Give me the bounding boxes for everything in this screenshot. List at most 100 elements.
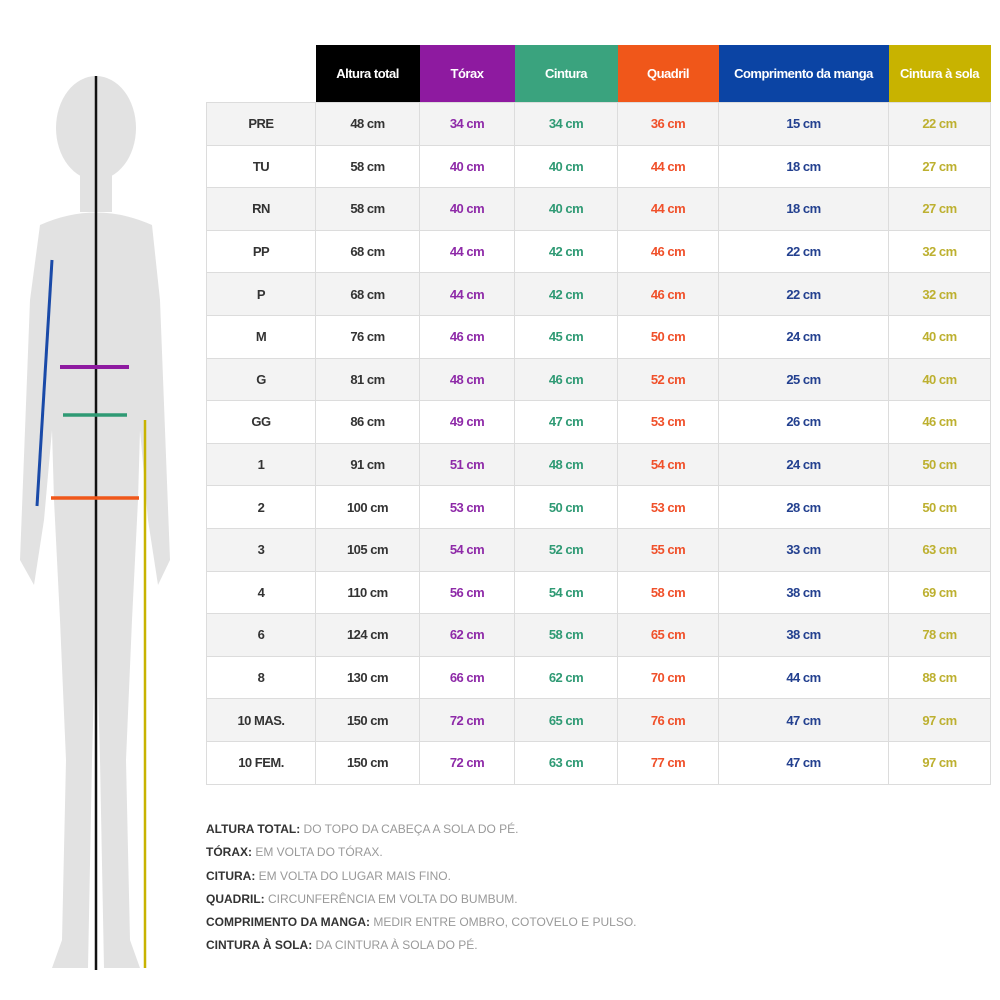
measurement-cell: 40 cm bbox=[514, 144, 618, 189]
measurement-cell: 72 cm bbox=[419, 740, 515, 785]
measurement-cell: 58 cm bbox=[315, 187, 420, 231]
size-label: 2 bbox=[206, 485, 316, 529]
measurement-cell: 49 cm bbox=[419, 400, 515, 444]
measurement-cell: 38 cm bbox=[718, 570, 889, 615]
measurement-cell: 46 cm bbox=[419, 314, 515, 359]
column-header: Comprimento da manga bbox=[718, 45, 889, 103]
measurement-cell: 44 cm bbox=[419, 229, 515, 274]
size-label: 3 bbox=[206, 527, 316, 572]
measurement-cell: 22 cm bbox=[718, 272, 889, 316]
note-label: COMPRIMENTO DA MANGA: bbox=[206, 915, 370, 930]
measurement-cell: 52 cm bbox=[514, 527, 618, 572]
measurement-cell: 91 cm bbox=[315, 442, 420, 487]
note-label: CINTURA À SOLA: bbox=[206, 938, 313, 953]
measurement-cell: 58 cm bbox=[617, 570, 719, 615]
measurement-cell: 65 cm bbox=[514, 698, 618, 742]
note-label: ALTURA TOTAL: bbox=[206, 822, 301, 836]
measurement-cell: 47 cm bbox=[718, 740, 889, 785]
measurement-cell: 76 cm bbox=[617, 698, 719, 742]
measurement-cell: 48 cm bbox=[315, 102, 420, 146]
measurement-cell: 62 cm bbox=[419, 613, 515, 657]
measurement-cell: 58 cm bbox=[315, 144, 420, 189]
measurement-cell: 24 cm bbox=[718, 442, 889, 487]
measurement-cell: 40 cm bbox=[888, 357, 991, 402]
measurement-cell: 54 cm bbox=[419, 527, 515, 572]
measurement-cell: 44 cm bbox=[419, 272, 515, 316]
size-header-blank bbox=[206, 45, 316, 103]
measurement-cell: 42 cm bbox=[514, 229, 618, 274]
measurement-cell: 27 cm bbox=[888, 187, 991, 231]
column-header: Tórax bbox=[419, 45, 515, 103]
note-line: QUADRIL: CIRCUNFERÊNCIA EM VOLTA DO BUMB… bbox=[206, 888, 637, 911]
measurement-cell: 110 cm bbox=[315, 570, 420, 615]
measurement-cell: 150 cm bbox=[315, 740, 420, 785]
measurement-cell: 44 cm bbox=[617, 144, 719, 189]
measurement-cell: 44 cm bbox=[617, 187, 719, 231]
note-text: CIRCUNFERÊNCIA EM VOLTA DO BUMBUM. bbox=[264, 891, 518, 906]
measurement-cell: 24 cm bbox=[718, 314, 889, 359]
size-label: P bbox=[206, 272, 316, 316]
measurement-cell: 50 cm bbox=[888, 485, 991, 529]
measurement-cell: 76 cm bbox=[315, 314, 420, 359]
size-label: GG bbox=[206, 400, 316, 444]
measurement-cell: 40 cm bbox=[419, 144, 515, 189]
measurement-cell: 36 cm bbox=[617, 102, 719, 146]
measurement-cell: 27 cm bbox=[888, 144, 991, 189]
measurement-cell: 78 cm bbox=[888, 613, 991, 657]
size-label: G bbox=[206, 357, 316, 402]
column-header: Quadril bbox=[617, 45, 719, 103]
size-label: M bbox=[206, 314, 316, 359]
measurement-cell: 48 cm bbox=[419, 357, 515, 402]
measurement-cell: 53 cm bbox=[617, 400, 719, 444]
measurement-cell: 105 cm bbox=[315, 527, 420, 572]
measurement-cell: 28 cm bbox=[718, 485, 889, 529]
measurement-cell: 52 cm bbox=[617, 357, 719, 402]
measurement-cell: 48 cm bbox=[514, 442, 618, 487]
measurement-cell: 38 cm bbox=[718, 613, 889, 657]
measurement-cell: 33 cm bbox=[718, 527, 889, 572]
measurement-cell: 66 cm bbox=[419, 655, 515, 700]
note-label: QUADRIL: bbox=[206, 891, 265, 906]
measurement-cell: 100 cm bbox=[315, 485, 420, 529]
measurement-cell: 22 cm bbox=[718, 229, 889, 274]
measurement-cell: 53 cm bbox=[617, 485, 719, 529]
measurement-cell: 72 cm bbox=[419, 698, 515, 742]
measurement-cell: 97 cm bbox=[888, 740, 991, 785]
column-header: Cintura à sola bbox=[888, 45, 991, 103]
measurement-cell: 88 cm bbox=[888, 655, 991, 700]
measurement-cell: 40 cm bbox=[888, 314, 991, 359]
measurement-cell: 46 cm bbox=[617, 229, 719, 274]
size-label: PP bbox=[206, 229, 316, 274]
note-label: CITURA: bbox=[206, 868, 256, 883]
measurement-cell: 40 cm bbox=[514, 187, 618, 231]
manga-line bbox=[35, 259, 54, 507]
child-measurement-figure bbox=[20, 76, 170, 970]
measurement-cell: 50 cm bbox=[617, 314, 719, 359]
measurement-cell: 18 cm bbox=[718, 144, 889, 189]
measurement-cell: 50 cm bbox=[514, 485, 618, 529]
note-line: COMPRIMENTO DA MANGA: MEDIR ENTRE OMBRO,… bbox=[206, 911, 637, 934]
measurement-cell: 45 cm bbox=[514, 314, 618, 359]
size-label: TU bbox=[206, 144, 316, 189]
measurement-cell: 15 cm bbox=[718, 102, 889, 146]
measurement-cell: 68 cm bbox=[315, 272, 420, 316]
measurement-cell: 46 cm bbox=[617, 272, 719, 316]
measurement-cell: 54 cm bbox=[514, 570, 618, 615]
measurement-cell: 70 cm bbox=[617, 655, 719, 700]
measurement-cell: 62 cm bbox=[514, 655, 618, 700]
measurement-cell: 86 cm bbox=[315, 400, 420, 444]
note-label: TÓRAX: bbox=[206, 845, 252, 860]
measurement-cell: 34 cm bbox=[514, 102, 618, 146]
measurement-cell: 46 cm bbox=[514, 357, 618, 402]
size-label: RN bbox=[206, 187, 316, 231]
measurement-cell: 63 cm bbox=[514, 740, 618, 785]
